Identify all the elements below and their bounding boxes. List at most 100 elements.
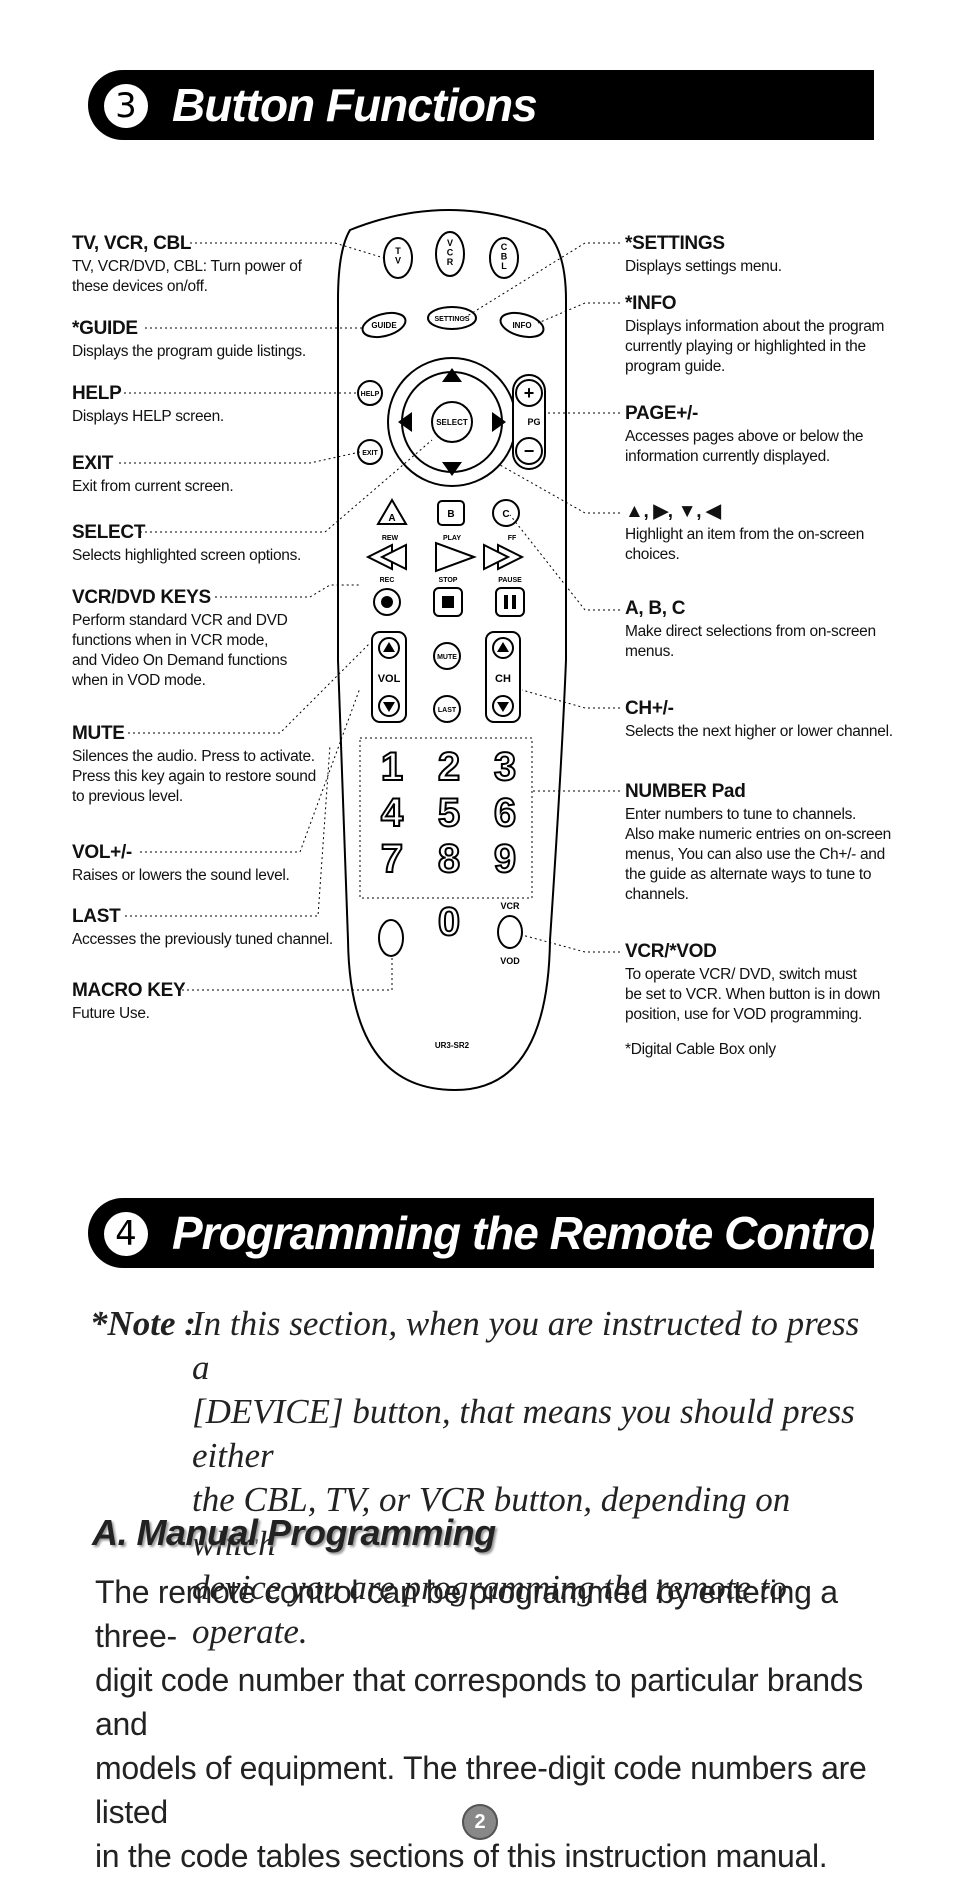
pg-label: PG xyxy=(527,417,540,427)
label-title: VCR/*VOD xyxy=(625,941,717,962)
section-4-banner: 4 Programming the Remote Control. xyxy=(88,1198,893,1268)
settings-label: SETTINGS xyxy=(434,316,469,323)
fast-forward-icon-2 xyxy=(483,543,511,571)
digit-8-button: 8 xyxy=(438,837,460,881)
exit-label: EXIT xyxy=(362,450,378,457)
label-title: MUTE xyxy=(72,723,125,744)
label-tv-vcr-cbl: TV, VCR, CBL TV, VCR/DVD, CBL: Turn power… xyxy=(72,232,342,297)
rec-label: REC xyxy=(380,577,395,584)
digit-6-button: 6 xyxy=(494,791,516,835)
label-desc: Displays information about the program c… xyxy=(625,317,885,375)
label-title: EXIT xyxy=(72,453,114,474)
pause-button xyxy=(495,587,525,617)
label-title: TV, VCR, CBL xyxy=(72,233,192,254)
label-title: VOL+/- xyxy=(72,842,132,863)
label-desc: Accesses the previously tuned channel. xyxy=(72,930,333,948)
number-pad-outline xyxy=(359,737,533,899)
label-page: PAGE+/-Accesses pages above or below the… xyxy=(625,402,945,467)
digit-4-button: 4 xyxy=(381,791,404,835)
macro-key-button xyxy=(378,919,404,957)
info-button xyxy=(499,311,545,339)
down-arrow-icon xyxy=(442,462,462,476)
stop-label: STOP xyxy=(439,577,458,584)
note-body: In this section, when you are instructed… xyxy=(192,1304,860,1651)
play-label: PLAY xyxy=(443,535,461,542)
rewind-icon-2 xyxy=(379,543,407,571)
mute-label: MUTE xyxy=(437,654,457,661)
label-title: ▲, ▶, ▼, ◀ xyxy=(625,501,721,522)
label-desc: Future Use. xyxy=(72,1004,150,1022)
guide-label: GUIDE xyxy=(371,321,397,330)
section-3-banner: 3 Button Functions xyxy=(88,70,874,140)
label-vcr-vod: VCR/*VOD To operate VCR/ DVD, switch must… xyxy=(625,940,945,1025)
last-button xyxy=(433,695,461,723)
label-title: *GUIDE xyxy=(72,318,138,339)
record-icon xyxy=(381,596,393,608)
mute-button xyxy=(433,642,461,670)
footnote: *Digital Cable Box only xyxy=(625,1040,945,1060)
label-info: *INFO Displays information about the prog… xyxy=(625,292,945,377)
label-title: *SETTINGS xyxy=(625,233,725,254)
label-title: *INFO xyxy=(625,293,677,314)
digit-5-button: 5 xyxy=(438,791,460,835)
label-title: VCR/DVD KEYS xyxy=(72,587,211,608)
label-title: SELECT xyxy=(72,522,146,543)
label-desc: TV, VCR/DVD, CBL: Turn power of these de… xyxy=(72,257,302,295)
left-arrow-icon xyxy=(398,412,412,432)
play-icon xyxy=(435,541,477,573)
model-label: UR3-SR2 xyxy=(435,1041,470,1050)
help-button xyxy=(357,380,383,406)
rew-label: REW xyxy=(382,535,399,542)
label-desc: Displays the program guide listings. xyxy=(72,342,306,360)
ff-label: FF xyxy=(508,535,517,542)
a-button xyxy=(376,498,408,525)
label-desc: Raises or lowers the sound level. xyxy=(72,866,290,884)
label-select: SELECT Selects highlighted screen options… xyxy=(72,521,342,566)
digit-7-button: 7 xyxy=(381,837,403,881)
vcr-vod-switch xyxy=(497,915,523,949)
label-title: A, B, C xyxy=(625,598,686,619)
label-guide: *GUIDE Displays the program guide listing… xyxy=(72,317,342,362)
remote-control-illustration: .o { fill:none; stroke:#000; stroke-widt… xyxy=(119,209,620,1092)
label-arrows: ▲, ▶, ▼, ◀ Highlight an item from the on-… xyxy=(625,500,945,565)
label-desc: To operate VCR/ DVD, switch must be set … xyxy=(625,965,881,1023)
label-desc: Enter numbers to tune to channels. Also … xyxy=(625,805,892,904)
guide-button xyxy=(361,311,407,339)
select-button xyxy=(431,401,473,443)
vol-up-icon xyxy=(383,642,395,652)
right-arrow-icon xyxy=(492,412,506,432)
digit-3-button: 3 xyxy=(494,745,516,789)
section-title: Programming the Remote Control. xyxy=(172,1207,893,1259)
page-down-button xyxy=(515,437,543,465)
label-title: CH+/- xyxy=(625,698,674,719)
b-label: B xyxy=(447,509,454,520)
label-desc: Selects highlighted screen options. xyxy=(72,546,302,564)
stop-icon xyxy=(442,596,454,608)
vcr-power-button xyxy=(435,231,465,277)
digit-9-button: 9 xyxy=(494,837,516,881)
label-vol: VOL+/- Raises or lowers the sound level. xyxy=(72,841,342,886)
body-paragraph: The remote control can be programmed by … xyxy=(95,1574,867,1874)
up-arrow-icon xyxy=(442,368,462,382)
c-button xyxy=(492,499,520,527)
vcr-switch-label: VCR xyxy=(500,901,520,911)
label-mute: MUTE Silences the audio. Press to activat… xyxy=(72,722,342,807)
section-title: Button Functions xyxy=(172,79,538,131)
label-title: PAGE+/- xyxy=(625,403,699,424)
label-desc: Highlight an item from the on-screen cho… xyxy=(625,525,865,563)
pause-label: PAUSE xyxy=(498,577,522,584)
label-desc: Silences the audio. Press to activate. P… xyxy=(72,747,316,805)
label-title: HELP xyxy=(72,383,122,404)
subheading: A. Manual Programming xyxy=(92,1512,496,1553)
label-title: MACRO KEY xyxy=(72,980,186,1001)
a-label: A xyxy=(388,513,395,524)
footnote-text: *Digital Cable Box only xyxy=(625,1041,776,1058)
svg-text:−: − xyxy=(524,441,535,461)
ch-down-icon xyxy=(497,702,509,712)
ch-up-icon xyxy=(497,642,509,652)
